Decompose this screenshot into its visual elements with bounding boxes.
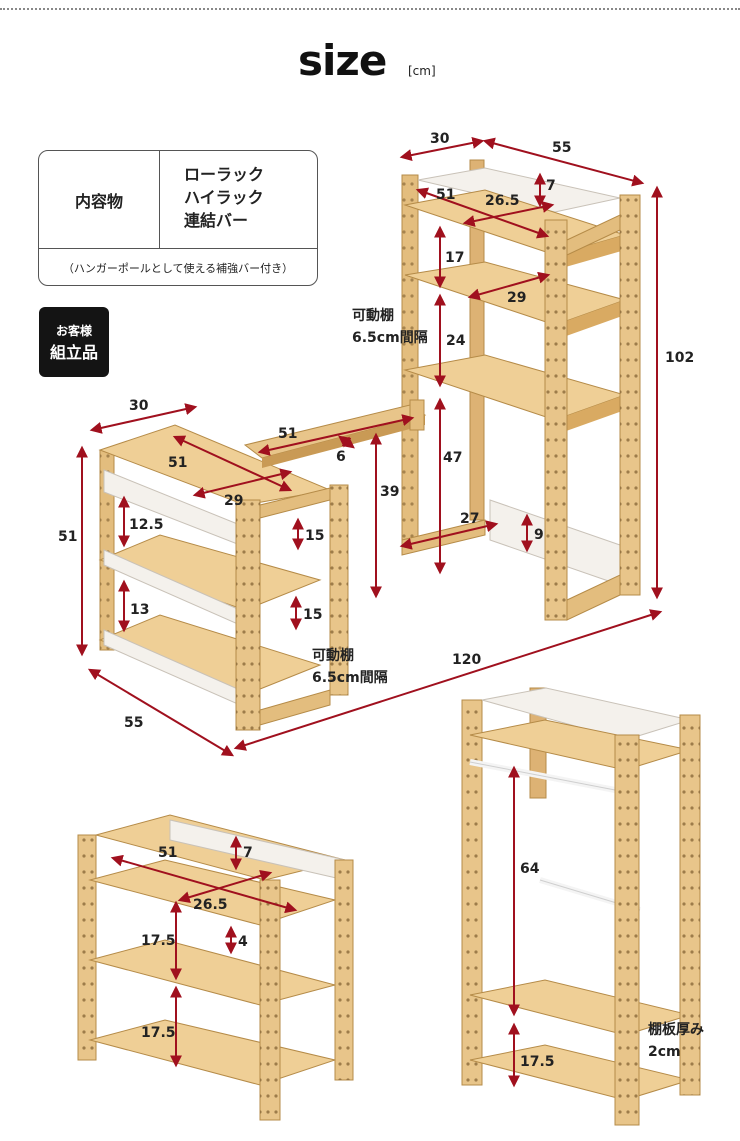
high-rack-gap-bottom-label: 47: [443, 450, 462, 466]
page-title: size: [298, 36, 387, 85]
low-rack-alt-panel-gap-label: 4: [238, 934, 248, 950]
connector-height-label: 6: [336, 449, 346, 465]
low-rack-note-line-2: 6.5cm間隔: [312, 670, 388, 686]
hanger-rack-note-line-1: 棚板厚み: [648, 1021, 704, 1038]
high-rack-note-line-2: 6.5cm間隔: [352, 330, 428, 346]
high-rack-height-label: 102: [665, 350, 694, 366]
high-rack-shelf-width-label: 51: [436, 187, 455, 203]
high-rack-note-line-1: 可動棚: [352, 307, 394, 324]
low-rack-alt-gap-top-label: 17.5: [141, 933, 176, 949]
high-rack-top-depth-label: 30: [430, 131, 450, 147]
high-rack-gap-mid-label: 24: [446, 333, 466, 349]
contents-item: ハイラック: [184, 188, 264, 207]
high-rack-top-panel-label: 7: [546, 178, 556, 194]
contents-table: 内容物 ローラック ハイラック 連結バー （ハンガーポールとして使える補強バー付…: [38, 150, 318, 286]
high-rack-gap-top-label: 17: [445, 250, 464, 266]
low-rack-width-label: 55: [124, 715, 143, 731]
low-rack-shelf-depth-label: 29: [224, 493, 243, 509]
high-rack-illustration: [401, 159, 641, 621]
contents-items: ローラック ハイラック 連結バー: [184, 163, 264, 232]
low-rack-alt-top-panel-label: 7: [243, 845, 253, 861]
contents-item: 連結バー: [184, 211, 249, 230]
unit-label: [cm]: [408, 64, 436, 78]
low-rack-alt-shelf-width-label: 51: [158, 845, 177, 861]
low-rack-rail-bottom-label: 15: [303, 607, 322, 623]
low-rack-shelf-width-label: 51: [168, 455, 187, 471]
contents-note: （ハンガーポールとして使える補強バー付き）: [39, 248, 317, 287]
high-rack-bar-height-label: 9: [534, 527, 544, 543]
hanger-rack-hang-height-label: 64: [520, 861, 540, 877]
connector-clearance-label: 39: [380, 484, 399, 500]
connector-bar-illustration: [243, 399, 427, 468]
low-rack-gap-top-label: 12.5: [129, 517, 164, 533]
contents-item: ローラック: [184, 165, 265, 184]
low-rack-note-line-1: 可動棚: [312, 647, 354, 664]
high-rack-bar-width-label: 27: [460, 511, 479, 527]
hanger-rack-illustration: [461, 687, 701, 1126]
hanger-rack-gap-bottom-label: 17.5: [520, 1054, 555, 1070]
low-rack-height-label: 51: [58, 529, 77, 545]
top-dotted-divider: [0, 8, 740, 10]
dimension-arrows: [76, 136, 663, 1088]
low-rack-depth-label: 30: [129, 398, 149, 414]
contents-label: 内容物: [39, 151, 160, 248]
overall-width-label: 120: [452, 652, 481, 668]
low-rack-illustration: [98, 424, 349, 731]
low-rack-alt-gap-bottom-label: 17.5: [141, 1025, 176, 1041]
badge-line-1: お客様: [55, 323, 92, 338]
low-rack-alt-shelf-depth-label: 26.5: [193, 897, 228, 913]
assembly-badge: お客様 組立品: [39, 307, 109, 377]
connector-length-label: 51: [278, 426, 297, 442]
low-rack-rail-top-label: 15: [305, 528, 324, 544]
high-rack-shelf2-depth-label: 29: [507, 290, 526, 306]
badge-line-2: 組立品: [49, 342, 98, 362]
low-rack-gap-bottom-label: 13: [130, 602, 149, 618]
high-rack-shelf-depth-label: 26.5: [485, 193, 520, 209]
hanger-rack-note-line-2: 2cm: [648, 1044, 681, 1060]
high-rack-top-width-label: 55: [552, 140, 571, 156]
